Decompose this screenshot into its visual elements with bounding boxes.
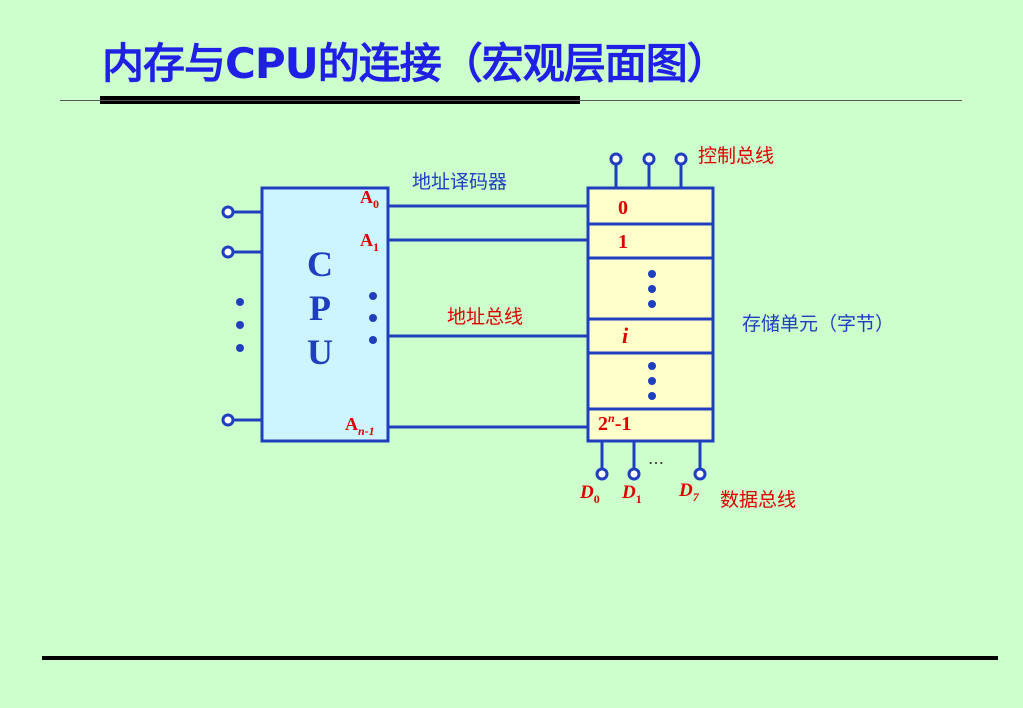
data-bus-pins	[595, 441, 707, 481]
cpu-letter-u: U	[307, 332, 333, 372]
storage-unit-label: 存储单元（字节）	[742, 313, 894, 335]
memory-ellipsis-upper	[648, 270, 656, 308]
pin-d1: D1	[621, 482, 642, 506]
memory-box	[586, 186, 715, 443]
decoder-label: 地址译码器	[412, 171, 507, 193]
pin-an-1: An-1	[345, 414, 375, 438]
memory-ellipsis-lower	[648, 362, 656, 400]
pin-a1: A1	[360, 230, 379, 254]
address-bus-ellipsis	[369, 292, 377, 344]
title-divider	[60, 100, 962, 101]
pin-a0: A0	[360, 187, 379, 211]
page-title: 内存与CPU的连接（宏观层面图）	[102, 39, 729, 88]
memory-cell-last: 2n-1	[598, 411, 631, 435]
data-bus-ellipsis: …	[648, 449, 664, 468]
memory-cell-1: 1	[618, 231, 628, 253]
cpu-left-ellipsis	[236, 298, 244, 352]
address-bus-lines	[388, 204, 588, 429]
pin-d7: D7	[678, 480, 700, 504]
pin-d0: D0	[579, 482, 600, 506]
data-bus-label: 数据总线	[720, 489, 796, 511]
control-bus-pins	[609, 152, 688, 188]
memory-cell-dividers	[588, 222, 713, 411]
cpu-box	[260, 186, 390, 443]
cpu-letter-p: P	[309, 288, 331, 328]
cpu-left-pins	[221, 205, 262, 427]
control-bus-label: 控制总线	[698, 145, 774, 167]
memory-cell-i: i	[622, 323, 629, 348]
memory-cell-0: 0	[618, 197, 628, 219]
footer-divider	[42, 656, 998, 660]
cpu-letter-c: C	[307, 244, 333, 284]
address-bus-label: 地址总线	[447, 306, 523, 328]
